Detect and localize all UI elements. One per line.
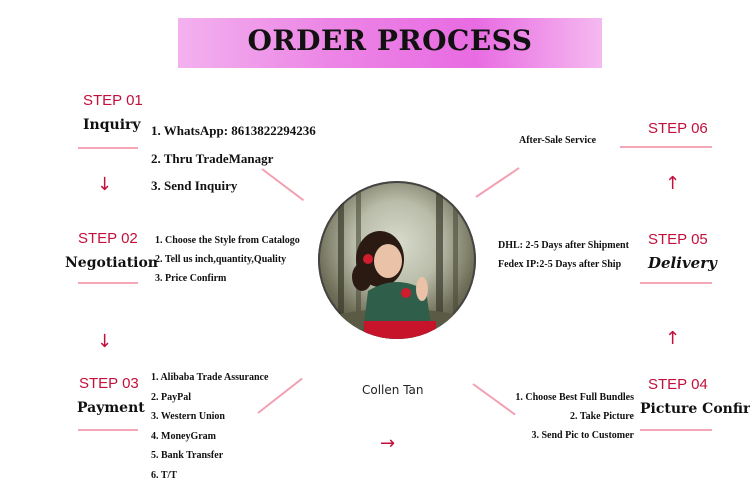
step-03-list: 1. Alibaba Trade Assurance 2. PayPal 3. … xyxy=(151,368,268,486)
step-06-label: STEP 06 xyxy=(648,120,708,137)
list-item: 2. PayPal xyxy=(151,388,268,408)
photo-caption: Collen Tan xyxy=(362,383,424,397)
step-02-list: 1. Choose the Style from Catalogo 2. Tel… xyxy=(155,231,300,288)
list-item: 2. Tell us inch,quantity,Quality xyxy=(155,250,300,269)
step-05-list: DHL: 2-5 Days after Shipment Fedex IP:2-… xyxy=(498,236,629,274)
step-02-divider xyxy=(78,282,138,284)
list-item: 3. Western Union xyxy=(151,407,268,427)
list-item: 2. Thru TradeManagr xyxy=(151,145,316,173)
step-04-label: STEP 04 xyxy=(648,376,708,393)
step-03-name: Payment xyxy=(77,400,145,416)
list-item: 1. Choose the Style from Catalogo xyxy=(155,231,300,250)
list-item: 3. Price Confirm xyxy=(155,269,300,288)
step-01-label: STEP 01 xyxy=(83,92,143,109)
list-item: 3. Send Pic to Customer xyxy=(510,426,634,445)
step-04-list: 1. Choose Best Full Bundles 2. Take Pict… xyxy=(510,388,634,445)
list-item: Fedex IP:2-5 Days after Ship xyxy=(498,255,629,274)
step-04-name: Picture Confirm xyxy=(640,401,750,417)
profile-photo xyxy=(318,181,476,339)
list-item: 1. WhatsApp: 8613822294236 xyxy=(151,117,316,145)
step-04-divider xyxy=(640,429,712,431)
page-title: ORDER PROCESS xyxy=(178,24,602,57)
step-03-divider xyxy=(78,429,138,431)
list-item: 5. Bank Transfer xyxy=(151,446,268,466)
right-arrow-icon: → xyxy=(380,435,395,453)
list-item: 2. Take Picture xyxy=(510,407,634,426)
step-05-divider xyxy=(640,282,712,284)
connector-line xyxy=(475,167,519,198)
list-item: 1. Choose Best Full Bundles xyxy=(510,388,634,407)
step-03-label: STEP 03 xyxy=(79,375,139,392)
list-item: 6. T/T xyxy=(151,466,268,486)
list-item: 1. Alibaba Trade Assurance xyxy=(151,368,268,388)
step-01-divider xyxy=(78,147,138,149)
step-01-list: 1. WhatsApp: 8613822294236 2. Thru Trade… xyxy=(151,117,316,200)
down-arrow-icon: ↓ xyxy=(97,333,112,351)
list-item: 4. MoneyGram xyxy=(151,427,268,447)
step-02-label: STEP 02 xyxy=(78,230,138,247)
order-process-banner: ORDER PROCESS xyxy=(178,18,602,68)
list-item: 3. Send Inquiry xyxy=(151,172,316,200)
up-arrow-icon: ↑ xyxy=(665,175,680,193)
step-06-list: After-Sale Service xyxy=(519,134,596,148)
step-02-name: Negotiation xyxy=(65,255,158,271)
step-05-label: STEP 05 xyxy=(648,231,708,248)
step-05-name: Delivery xyxy=(648,254,717,272)
profile-photo-illustration xyxy=(318,181,476,339)
step-06-divider xyxy=(620,146,712,148)
list-item: After-Sale Service xyxy=(519,134,596,148)
down-arrow-icon: ↓ xyxy=(97,176,112,194)
list-item: DHL: 2-5 Days after Shipment xyxy=(498,236,629,255)
step-01-name: Inquiry xyxy=(83,117,141,133)
up-arrow-icon: ↑ xyxy=(665,330,680,348)
